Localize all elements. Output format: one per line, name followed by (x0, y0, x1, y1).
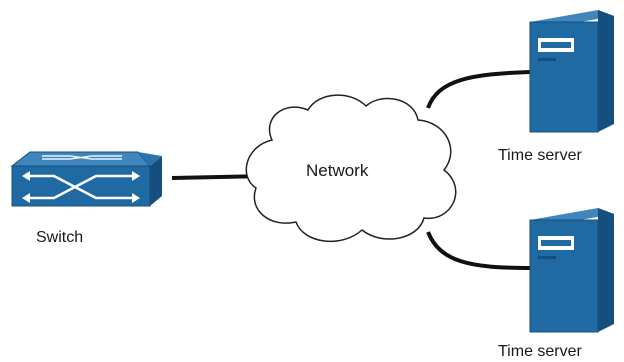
link-network-server-1 (426, 70, 531, 109)
switch-label: Switch (36, 229, 83, 246)
switch-icon (10, 151, 162, 207)
network-label: Network (306, 161, 369, 180)
server-label-2: Time server (498, 343, 583, 360)
server-label-1: Time server (498, 147, 583, 164)
link-network-server-2 (426, 231, 531, 270)
server-icon (529, 208, 614, 333)
server-icon (529, 10, 614, 133)
cloud-icon (245, 94, 457, 243)
